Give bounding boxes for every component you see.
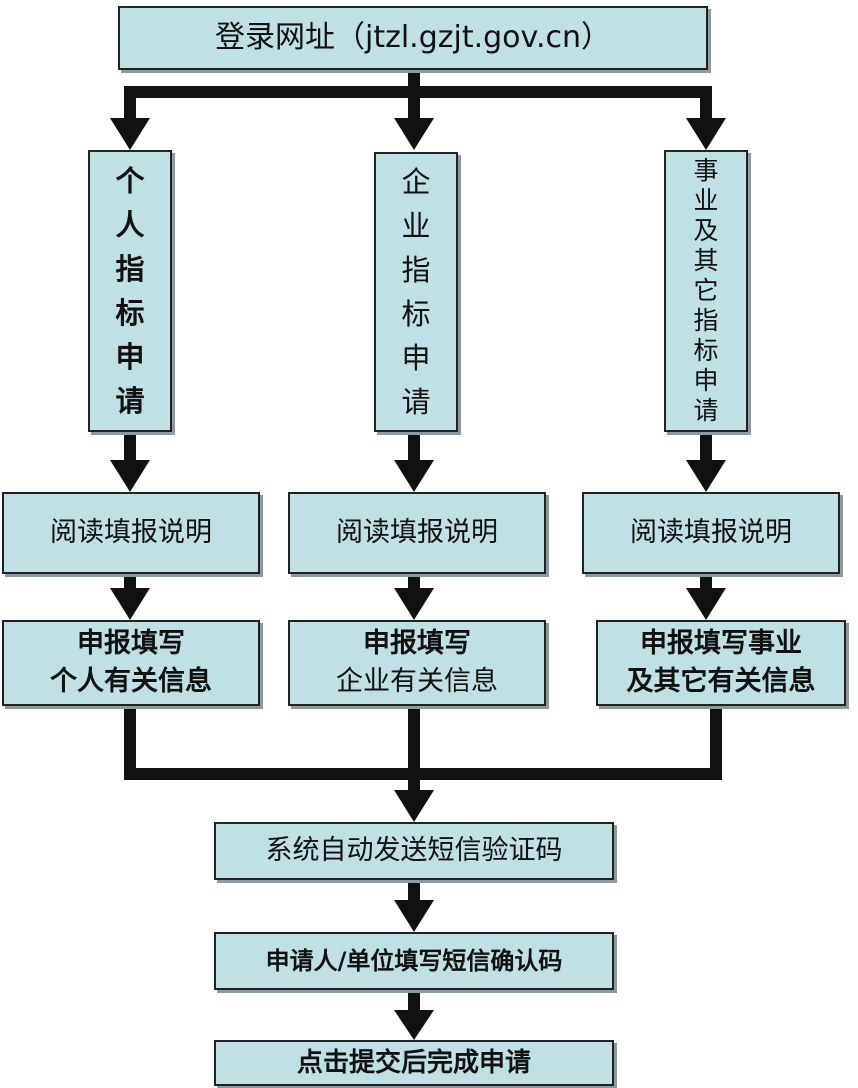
category-title-char: 申 bbox=[401, 341, 431, 375]
read-instructions-enterprise: 阅读填报说明 bbox=[288, 492, 546, 574]
category-box-individual: 个人指标申请 bbox=[88, 150, 172, 432]
arrow-head bbox=[394, 1010, 434, 1040]
category-title-char: 业 bbox=[401, 209, 431, 243]
arrow-head bbox=[394, 900, 434, 932]
category-title-char: 及 bbox=[693, 216, 719, 245]
login-url-text: 登录网址（jtzl.gzjt.gov.cn） bbox=[214, 20, 611, 55]
fill-info-enterprise: 申报填写 企业有关信息 bbox=[288, 620, 546, 706]
arrow-head bbox=[394, 588, 434, 620]
category-title-char: 人 bbox=[115, 208, 145, 242]
arrow-head bbox=[686, 118, 726, 150]
finish-box: 点击提交后完成申请 bbox=[214, 1040, 614, 1086]
category-title-char: 请 bbox=[115, 384, 145, 418]
fill-info-line2: 企业有关信息 bbox=[336, 666, 498, 697]
category-title-char: 申 bbox=[115, 340, 145, 374]
category-title-char: 指 bbox=[693, 306, 719, 335]
login-url-box: 登录网址（jtzl.gzjt.gov.cn） bbox=[118, 6, 708, 70]
category-title-char: 标 bbox=[115, 296, 145, 330]
arrow-head bbox=[110, 588, 150, 620]
fill-info-line1: 申报填写 bbox=[363, 628, 471, 659]
category-title-char: 个 bbox=[115, 164, 145, 198]
arrow-head bbox=[686, 588, 726, 620]
arrow-head bbox=[686, 460, 726, 492]
category-title-char: 它 bbox=[693, 276, 719, 305]
category-title-char: 企 bbox=[401, 165, 431, 199]
sms-confirm-text: 申请人/单位填写短信确认码 bbox=[265, 947, 563, 975]
fill-info-line1: 申报填写事业 bbox=[640, 628, 802, 659]
category-title-char: 请 bbox=[693, 396, 719, 425]
arrow-head bbox=[110, 460, 150, 492]
arrow-head bbox=[394, 118, 434, 150]
read-instructions-label: 阅读填报说明 bbox=[336, 517, 498, 548]
arrow-head bbox=[394, 790, 434, 822]
sms-send-box: 系统自动发送短信验证码 bbox=[214, 822, 614, 880]
fill-info-institution: 申报填写事业 及其它有关信息 bbox=[596, 620, 846, 706]
read-instructions-label: 阅读填报说明 bbox=[630, 517, 792, 548]
arrow-head bbox=[394, 460, 434, 492]
category-title-char: 业 bbox=[693, 186, 719, 215]
category-title-char: 请 bbox=[401, 385, 431, 419]
category-title-char: 其 bbox=[693, 246, 719, 275]
read-instructions-institution: 阅读填报说明 bbox=[582, 492, 840, 574]
fill-info-individual: 申报填写 个人有关信息 bbox=[2, 620, 260, 706]
category-title-char: 事 bbox=[693, 156, 719, 185]
finish-text: 点击提交后完成申请 bbox=[296, 1048, 531, 1078]
read-instructions-individual: 阅读填报说明 bbox=[2, 492, 260, 574]
read-instructions-label: 阅读填报说明 bbox=[50, 517, 212, 548]
fill-info-line2: 及其它有关信息 bbox=[626, 666, 816, 697]
category-title-char: 标 bbox=[693, 336, 719, 365]
category-title-char: 指 bbox=[115, 252, 145, 286]
category-title-char: 指 bbox=[401, 253, 431, 287]
category-title-char: 申 bbox=[693, 366, 719, 395]
sms-confirm-box: 申请人/单位填写短信确认码 bbox=[214, 932, 614, 990]
fill-info-line2: 个人有关信息 bbox=[50, 666, 212, 697]
arrow-head bbox=[110, 118, 150, 150]
category-box-institution: 事业及其它指标申请 bbox=[664, 150, 748, 432]
category-box-enterprise: 企业指标申请 bbox=[374, 152, 458, 432]
fill-info-line1: 申报填写 bbox=[77, 628, 185, 659]
sms-send-text: 系统自动发送短信验证码 bbox=[265, 835, 563, 866]
category-title-char: 标 bbox=[401, 297, 431, 331]
